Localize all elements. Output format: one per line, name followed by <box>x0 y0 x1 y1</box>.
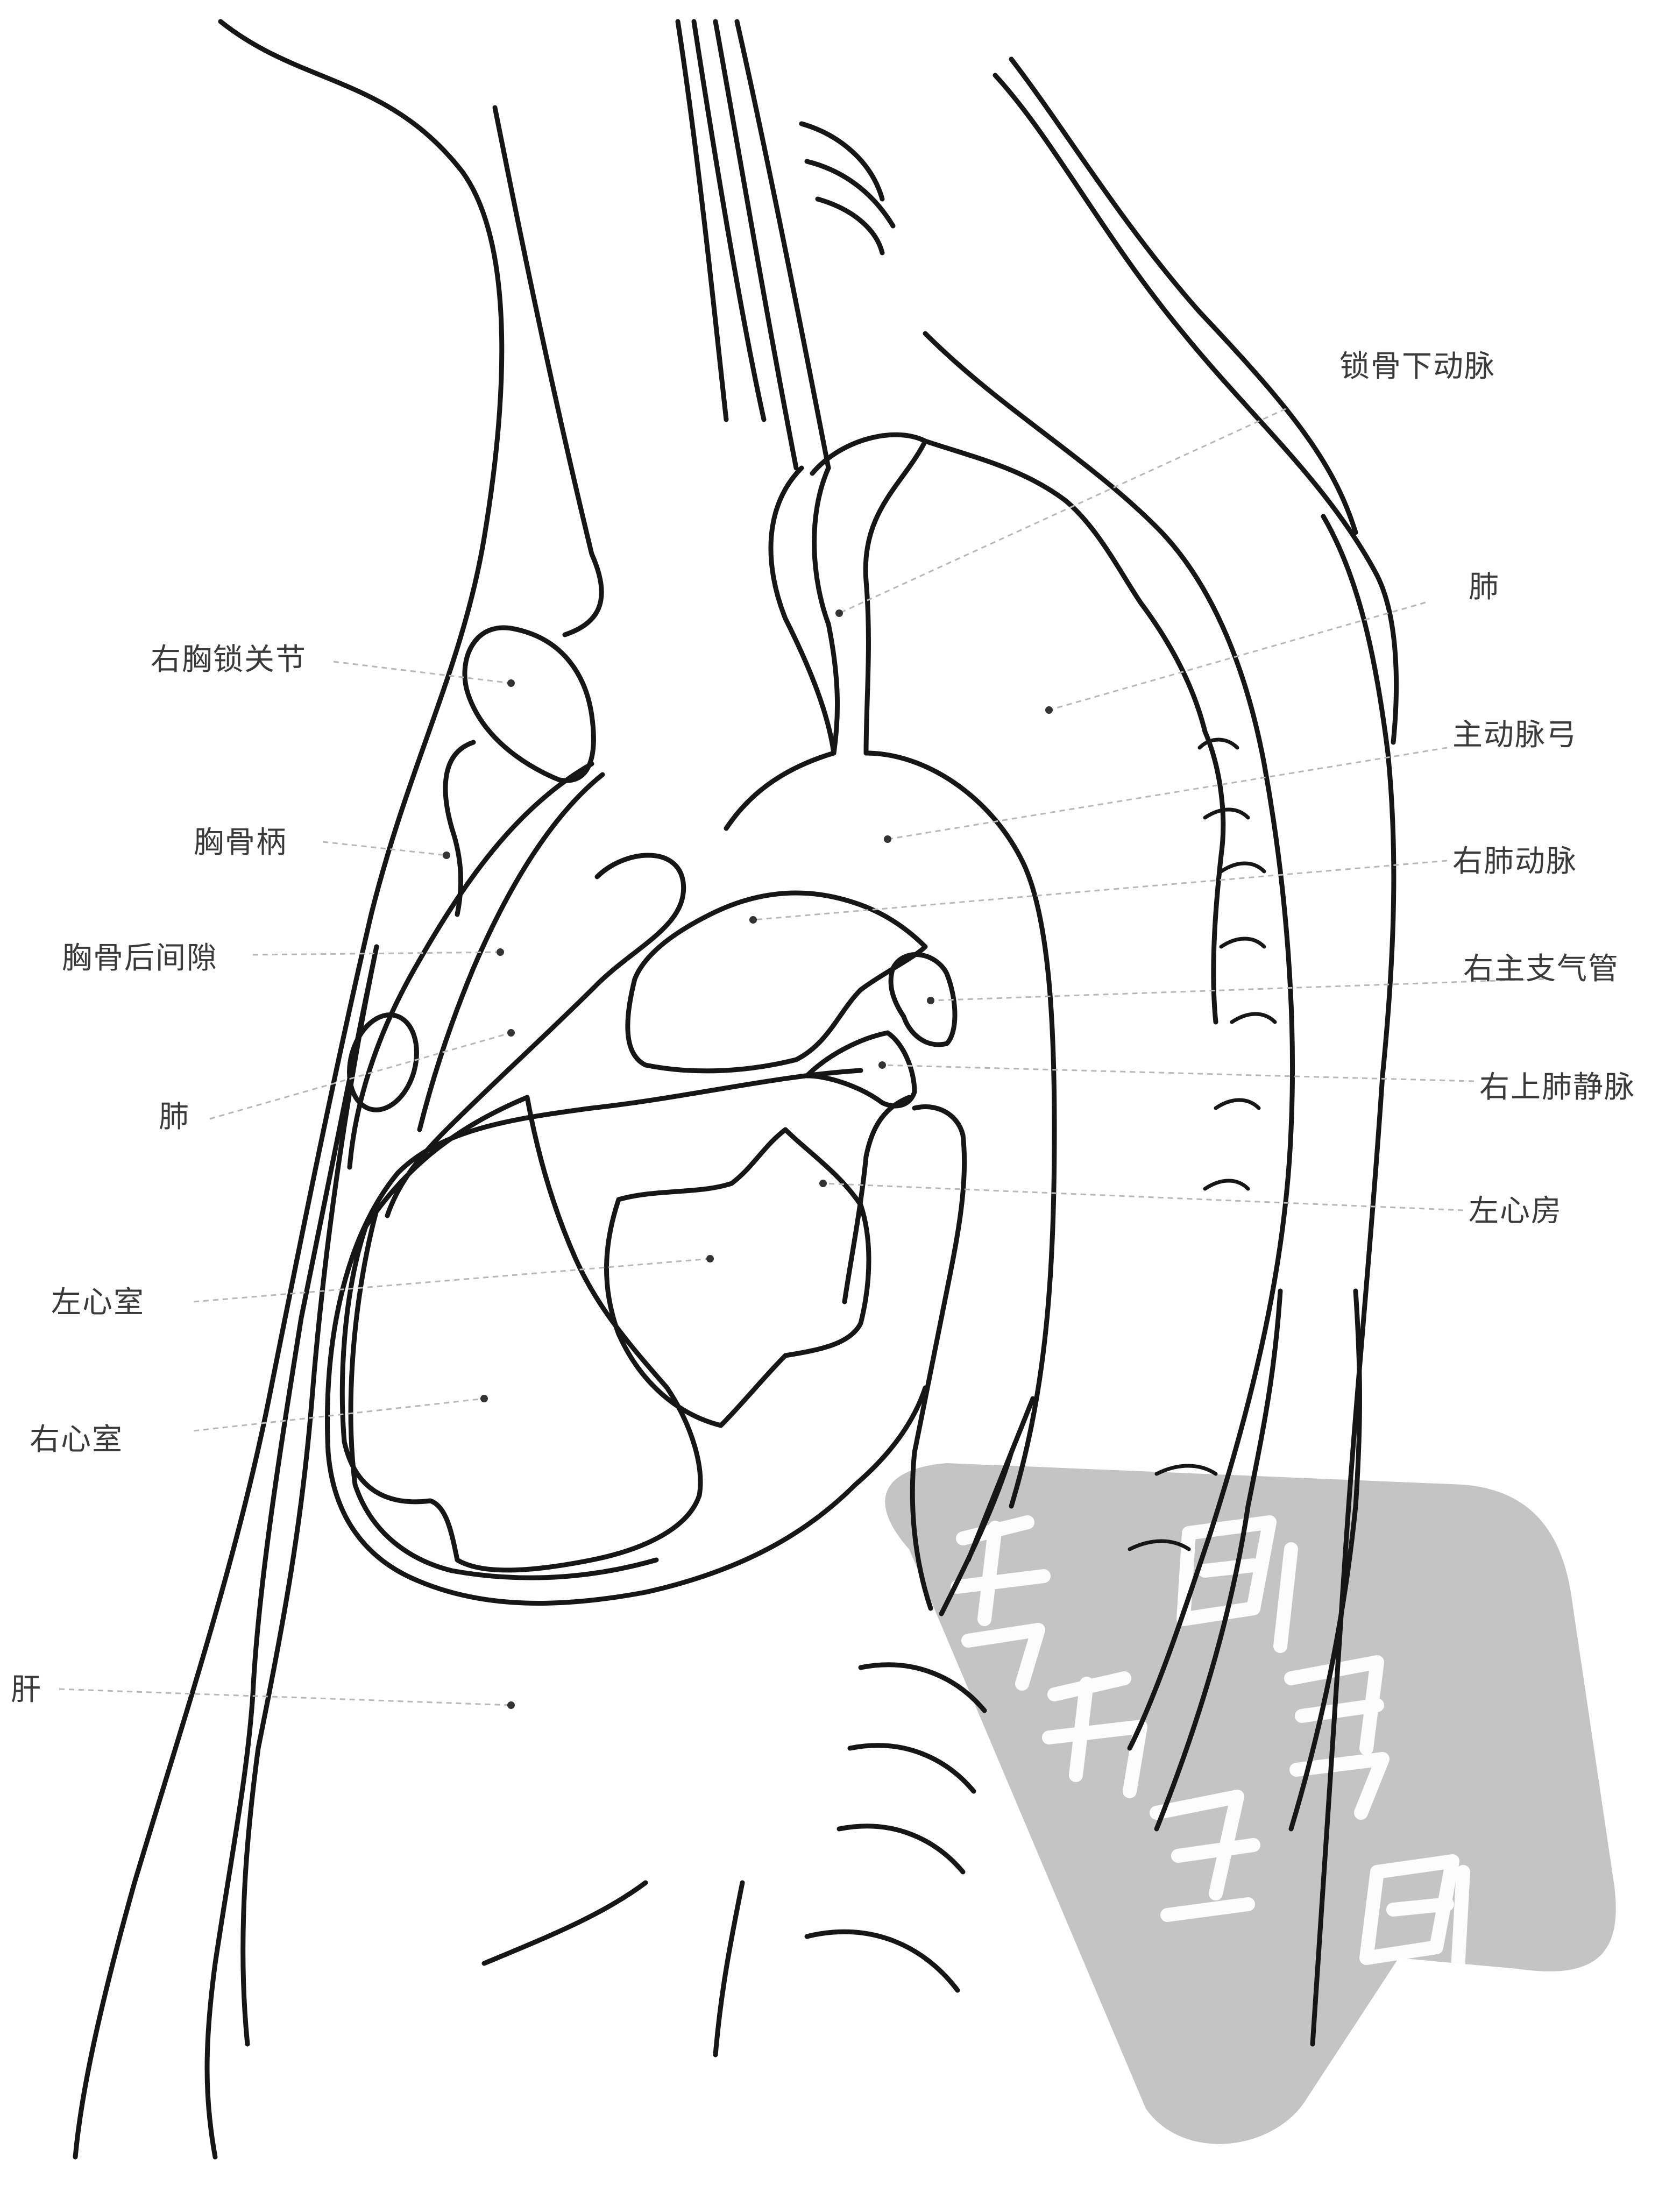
label-right-main-bronchus: 右主支气管 <box>1463 952 1619 987</box>
label-lung-left: 肺 <box>159 1099 190 1134</box>
rib-marks <box>1130 740 1275 1549</box>
label-right-sternoclavicular-joint: 右胸锁关节 <box>151 642 307 677</box>
label-right-ventricle: 右心室 <box>30 1422 123 1457</box>
label-aortic-arch: 主动脉弓 <box>1452 718 1577 753</box>
label-right-superior-pulmonary-vein: 右上肺静脉 <box>1479 1070 1635 1105</box>
label-right-pulmonary-artery: 右肺动脉 <box>1452 844 1577 879</box>
label-left-ventricle: 左心室 <box>51 1285 145 1320</box>
label-retrosternal-space: 胸骨后间隙 <box>62 941 218 976</box>
label-liver: 肝 <box>11 1672 42 1707</box>
label-lung-right: 肺 <box>1469 570 1500 605</box>
watermark-seal <box>885 1463 1615 2144</box>
label-manubrium: 胸骨柄 <box>194 825 287 860</box>
label-subclavian-artery: 锁骨下动脉 <box>1339 349 1495 384</box>
label-left-atrium: 左心房 <box>1469 1194 1562 1229</box>
